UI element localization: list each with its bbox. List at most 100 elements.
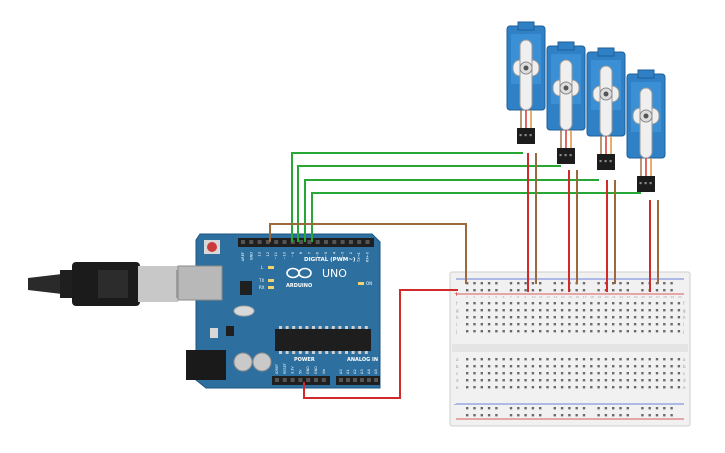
breadboard-hole[interactable] xyxy=(546,309,549,312)
breadboard-hole[interactable] xyxy=(473,323,476,326)
digital-pin[interactable] xyxy=(307,240,312,244)
breadboard-hole[interactable] xyxy=(553,323,556,326)
breadboard-hole[interactable] xyxy=(568,386,571,389)
breadboard-hole[interactable] xyxy=(553,386,556,389)
breadboard-hole[interactable] xyxy=(655,358,659,361)
breadboard-hole[interactable] xyxy=(495,330,498,333)
analog-pin[interactable] xyxy=(360,378,364,382)
breadboard-hole[interactable] xyxy=(524,372,527,375)
breadboard-hole[interactable] xyxy=(560,330,564,333)
breadboard-hole[interactable] xyxy=(677,316,681,319)
breadboard-hole[interactable] xyxy=(612,358,615,361)
breadboard-hole[interactable] xyxy=(546,330,549,333)
breadboard-hole[interactable] xyxy=(473,365,476,368)
breadboard-hole[interactable] xyxy=(648,330,651,333)
breadboard-hole[interactable] xyxy=(560,309,564,312)
breadboard-hole[interactable] xyxy=(590,365,593,368)
breadboard-hole[interactable] xyxy=(546,302,549,305)
breadboard-hole[interactable] xyxy=(604,379,608,382)
breadboard-hole[interactable] xyxy=(655,365,659,368)
breadboard-hole[interactable] xyxy=(582,330,586,333)
breadboard-hole[interactable] xyxy=(560,302,564,305)
breadboard-hole[interactable] xyxy=(575,309,578,312)
breadboard-hole[interactable] xyxy=(626,358,629,361)
breadboard-hole[interactable] xyxy=(473,316,476,319)
breadboard-hole[interactable] xyxy=(619,386,622,389)
breadboard-hole[interactable] xyxy=(517,379,520,382)
servo-motor[interactable] xyxy=(506,21,546,144)
breadboard-hole[interactable] xyxy=(663,358,666,361)
breadboard-hole[interactable] xyxy=(670,358,673,361)
breadboard-hole[interactable] xyxy=(648,386,651,389)
breadboard-hole[interactable] xyxy=(480,358,483,361)
breadboard-hole[interactable] xyxy=(531,358,535,361)
analog-pin[interactable] xyxy=(353,378,357,382)
breadboard-hole[interactable] xyxy=(568,316,571,319)
breadboard-hole[interactable] xyxy=(560,323,564,326)
breadboard-hole[interactable] xyxy=(517,330,520,333)
breadboard-hole[interactable] xyxy=(677,365,681,368)
breadboard-hole[interactable] xyxy=(487,386,491,389)
digital-pin[interactable] xyxy=(257,240,262,244)
analog-pin[interactable] xyxy=(339,378,343,382)
breadboard-hole[interactable] xyxy=(641,379,644,382)
breadboard-hole[interactable] xyxy=(582,323,586,326)
breadboard-hole[interactable] xyxy=(648,309,651,312)
breadboard-hole[interactable] xyxy=(619,379,622,382)
breadboard-hole[interactable] xyxy=(677,379,681,382)
breadboard-hole[interactable] xyxy=(655,309,659,312)
breadboard-hole[interactable] xyxy=(575,386,578,389)
breadboard-hole[interactable] xyxy=(663,372,666,375)
breadboard-hole[interactable] xyxy=(663,379,666,382)
breadboard-hole[interactable] xyxy=(641,330,644,333)
breadboard-hole[interactable] xyxy=(633,316,637,319)
breadboard-hole[interactable] xyxy=(655,330,659,333)
digital-pin[interactable] xyxy=(274,240,279,244)
breadboard-hole[interactable] xyxy=(502,372,505,375)
breadboard-hole[interactable] xyxy=(509,372,513,375)
breadboard-hole[interactable] xyxy=(648,358,651,361)
breadboard-hole[interactable] xyxy=(524,323,527,326)
breadboard-hole[interactable] xyxy=(531,302,535,305)
breadboard-hole[interactable] xyxy=(590,372,593,375)
breadboard-hole[interactable] xyxy=(553,372,556,375)
breadboard-hole[interactable] xyxy=(524,358,527,361)
breadboard-hole[interactable] xyxy=(663,309,666,312)
digital-pin[interactable] xyxy=(241,240,245,244)
breadboard-hole[interactable] xyxy=(473,386,476,389)
breadboard-hole[interactable] xyxy=(641,358,644,361)
breadboard-hole[interactable] xyxy=(670,309,673,312)
breadboard-hole[interactable] xyxy=(641,302,644,305)
power-pin[interactable] xyxy=(275,378,279,382)
breadboard-hole[interactable] xyxy=(597,386,600,389)
breadboard-hole[interactable] xyxy=(670,372,673,375)
breadboard-hole[interactable] xyxy=(597,309,600,312)
breadboard-hole[interactable] xyxy=(582,302,586,305)
breadboard-hole[interactable] xyxy=(590,358,593,361)
breadboard-hole[interactable] xyxy=(619,372,622,375)
breadboard-hole[interactable] xyxy=(670,330,673,333)
breadboard-hole[interactable] xyxy=(487,323,491,326)
breadboard-hole[interactable] xyxy=(517,365,520,368)
breadboard-hole[interactable] xyxy=(604,358,608,361)
breadboard-hole[interactable] xyxy=(612,372,615,375)
analog-pin[interactable] xyxy=(346,378,350,382)
breadboard-hole[interactable] xyxy=(619,309,622,312)
breadboard-hole[interactable] xyxy=(663,323,666,326)
breadboard-hole[interactable] xyxy=(590,330,593,333)
breadboard-hole[interactable] xyxy=(466,379,469,382)
breadboard-hole[interactable] xyxy=(466,323,469,326)
breadboard-hole[interactable] xyxy=(612,302,615,305)
breadboard-hole[interactable] xyxy=(612,323,615,326)
breadboard-hole[interactable] xyxy=(509,323,513,326)
breadboard-hole[interactable] xyxy=(641,316,644,319)
breadboard-hole[interactable] xyxy=(560,316,564,319)
breadboard-hole[interactable] xyxy=(473,330,476,333)
breadboard-hole[interactable] xyxy=(466,365,469,368)
breadboard-hole[interactable] xyxy=(633,358,637,361)
breadboard-hole[interactable] xyxy=(487,358,491,361)
breadboard-hole[interactable] xyxy=(597,365,600,368)
breadboard-hole[interactable] xyxy=(604,386,608,389)
breadboard-hole[interactable] xyxy=(487,372,491,375)
breadboard-hole[interactable] xyxy=(560,379,564,382)
